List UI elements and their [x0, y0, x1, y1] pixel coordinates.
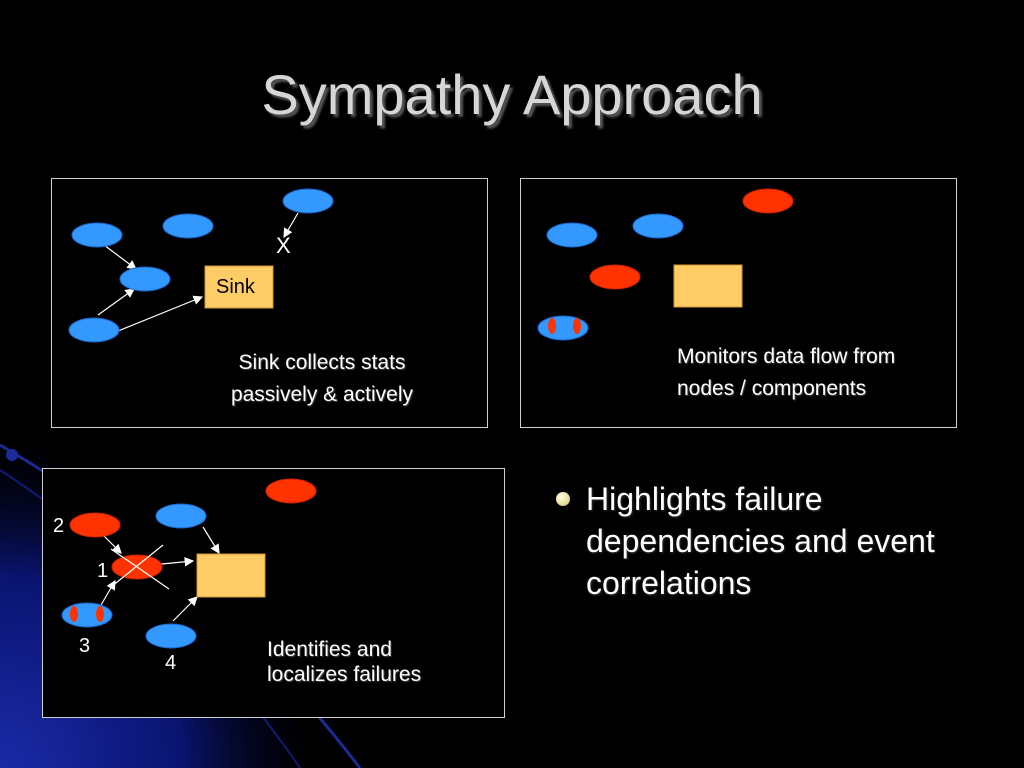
sink-box	[673, 264, 743, 308]
faulty-component	[70, 606, 78, 622]
panel-caption: Identifies and localizes failures	[267, 637, 497, 687]
sensor-node	[162, 213, 214, 239]
sensor-node	[71, 222, 123, 248]
panel-caption: Sink collects stats passively & actively	[202, 347, 442, 411]
caption-line: passively & actively	[230, 383, 414, 406]
sensor-node-4	[145, 623, 197, 649]
data-flow-arrow	[117, 295, 204, 332]
data-flow-arrow	[103, 244, 137, 270]
panel-caption: Monitors data flow from nodes / componen…	[677, 341, 947, 405]
failed-node	[265, 478, 317, 504]
caption-line: localizes failures	[267, 663, 422, 686]
sink-label: Sink	[216, 276, 255, 298]
slide-title: Sympathy Approach	[261, 63, 763, 126]
failed-link-arrow	[283, 212, 299, 239]
faulty-component	[548, 318, 556, 334]
sensor-node	[632, 213, 684, 239]
failure-cross	[110, 544, 164, 588]
bullet-text: Highlights failure dependencies and even…	[586, 481, 935, 601]
panel-monitor-flow: Monitors data flow from nodes / componen…	[520, 178, 957, 428]
faulty-component	[573, 318, 581, 334]
data-flow-arrow	[100, 579, 116, 606]
caption-line: nodes / components	[677, 377, 867, 400]
sensor-node	[282, 188, 334, 214]
caption-line: Identifies and	[267, 638, 392, 661]
node-label: 3	[79, 635, 91, 657]
panel-localize-failures: 2 1 3 4 Identifies and localizes failure…	[42, 468, 505, 718]
caption-line: Monitors data flow from	[677, 345, 896, 368]
node-label: 1	[97, 560, 109, 582]
sensor-node	[68, 317, 120, 343]
failed-node	[742, 188, 794, 214]
network-diagram	[68, 188, 334, 343]
sensor-node-3	[61, 602, 113, 628]
sensor-node	[119, 266, 171, 292]
node-label: 2	[53, 515, 65, 537]
network-diagram	[61, 478, 317, 649]
bullet-dot-icon	[556, 492, 570, 506]
network-diagram	[537, 188, 794, 341]
panel-passive-collection: X Sink Sink collects stats passively & a…	[51, 178, 488, 428]
node-label: 4	[165, 652, 177, 674]
faulty-component	[96, 606, 104, 622]
caption-line: Sink collects stats	[238, 351, 406, 374]
sensor-node	[546, 222, 598, 248]
failed-node	[589, 264, 641, 290]
bullet-item: Highlights failure dependencies and even…	[552, 478, 992, 604]
failed-link-mark: X	[276, 233, 291, 258]
sink-box	[204, 265, 274, 309]
failed-node-2	[69, 512, 121, 538]
data-flow-arrow	[202, 526, 220, 555]
failure-cross	[110, 548, 170, 590]
data-flow-arrow	[172, 596, 198, 622]
data-flow-arrow	[97, 288, 135, 316]
sensor-node	[155, 503, 207, 529]
bullet-list: Highlights failure dependencies and even…	[552, 478, 992, 604]
data-flow-arrow	[102, 534, 122, 554]
sink-box	[196, 553, 266, 598]
